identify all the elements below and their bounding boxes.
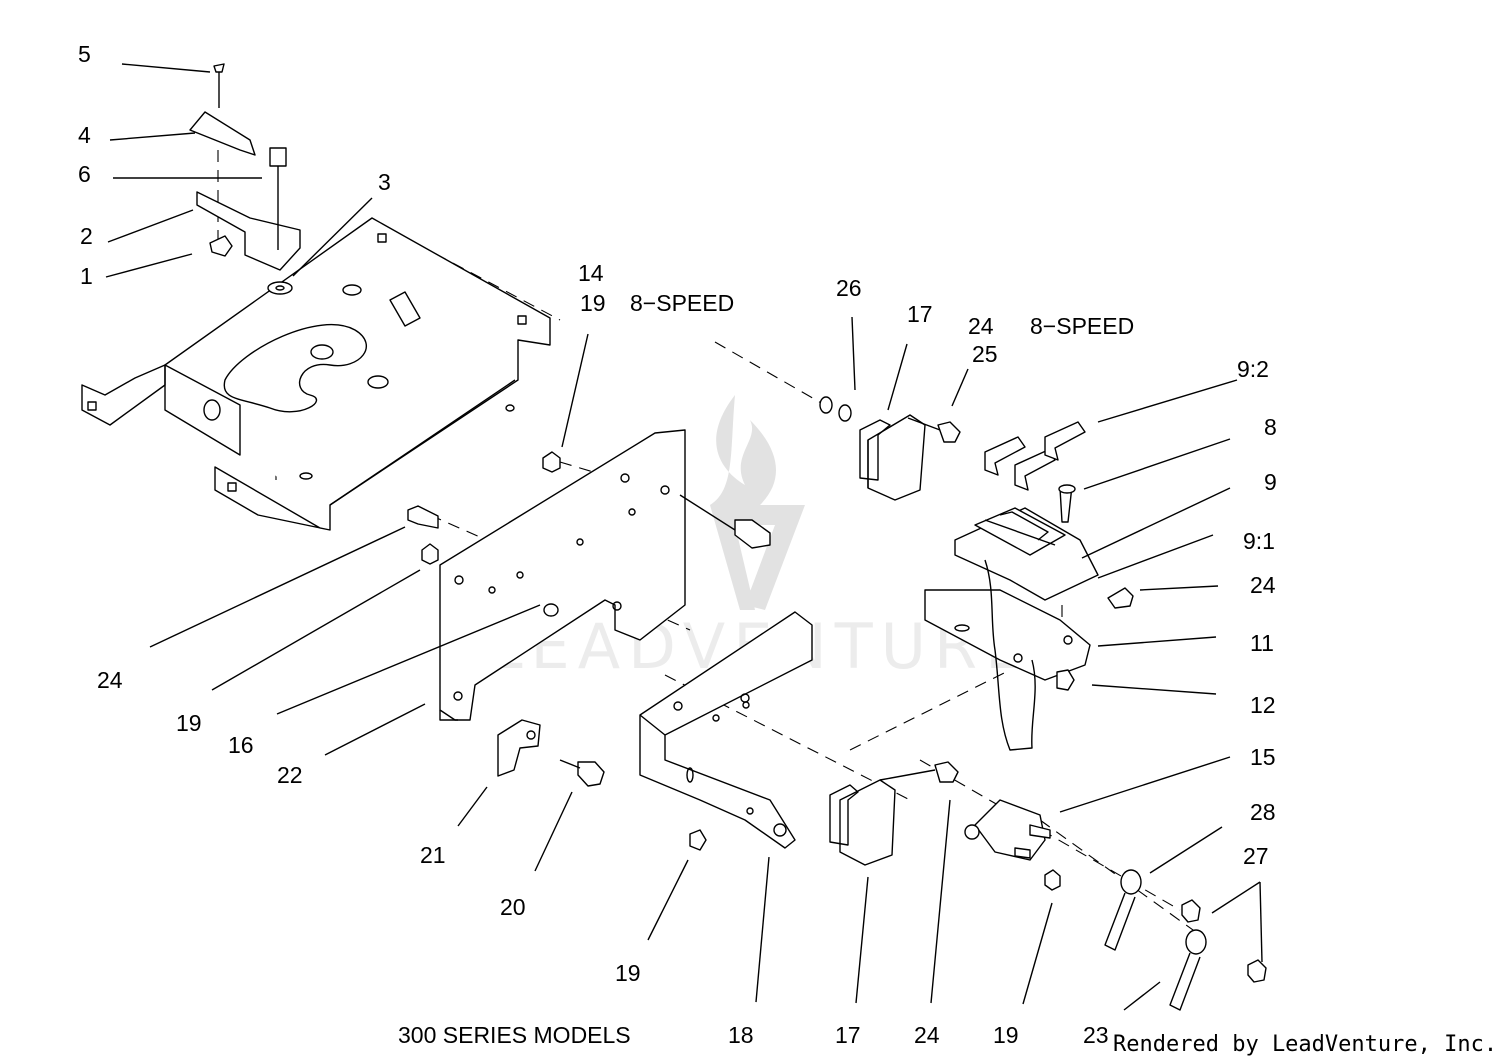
- callout-17-top: 17: [907, 301, 933, 327]
- callout-12: 12: [1250, 692, 1276, 718]
- callout-8: 8: [1264, 414, 1277, 440]
- callout-19-bottom-left: 19: [615, 960, 641, 986]
- callout-16: 16: [228, 732, 254, 758]
- callout-9-1: 9:1: [1243, 528, 1275, 554]
- callout-9-2: 9:2: [1237, 356, 1269, 382]
- callout-11: 11: [1250, 630, 1274, 656]
- callout-labels: 5 4 6 2 1 3 14 19 8−SPEED 26 17 24 8−SPE…: [78, 41, 1277, 1048]
- callout-3: 3: [378, 169, 391, 195]
- bracket-11-part: [924, 559, 1134, 751]
- callout-24-left: 24: [97, 667, 123, 693]
- solenoid-part: [964, 799, 1267, 1011]
- callout-24-top: 24: [968, 313, 994, 339]
- callout-19-top: 19: [580, 290, 606, 316]
- callout-24-bottom: 24: [914, 1022, 940, 1048]
- callout-21: 21: [420, 842, 446, 868]
- callout-4: 4: [78, 122, 91, 148]
- bracket-18-part: [639, 611, 813, 849]
- callout-20: 20: [500, 894, 526, 920]
- callout-19-bottom: 19: [993, 1022, 1019, 1048]
- callout-2: 2: [80, 223, 93, 249]
- mounting-plate-part: [439, 429, 686, 721]
- callout-25: 25: [972, 341, 998, 367]
- callout-26: 26: [836, 275, 862, 301]
- relay-lower-part: [829, 761, 959, 866]
- hardware-fasteners-part: [407, 451, 771, 851]
- callout-28: 28: [1250, 799, 1276, 825]
- frame-bracket-part: [81, 217, 551, 531]
- callout-18: 18: [728, 1022, 754, 1048]
- callout-19-left: 19: [176, 710, 202, 736]
- callout-27: 27: [1243, 843, 1269, 869]
- callout-22: 22: [277, 762, 303, 788]
- callout-1: 1: [80, 263, 93, 289]
- callout-6: 6: [78, 161, 91, 187]
- render-credit: Rendered by LeadVenture, Inc.: [1113, 1032, 1497, 1057]
- callout-14: 14: [578, 260, 604, 286]
- callout-15: 15: [1250, 744, 1276, 770]
- callout-24-right: 24: [1250, 572, 1276, 598]
- relay-upper-part: [819, 396, 961, 501]
- watermark-logo-icon: [710, 395, 805, 610]
- callout-23: 23: [1083, 1022, 1109, 1048]
- callout-9: 9: [1264, 469, 1277, 495]
- speed-note-right: 8−SPEED: [1030, 313, 1134, 339]
- hour-meter-part: [954, 421, 1099, 601]
- switch-assembly-part: [189, 63, 301, 295]
- series-caption: 300 SERIES MODELS: [398, 1022, 631, 1048]
- speed-note-left: 8−SPEED: [630, 290, 734, 316]
- callout-5: 5: [78, 41, 91, 67]
- leader-lines: [105, 63, 1263, 1011]
- callout-17-bottom: 17: [835, 1022, 861, 1048]
